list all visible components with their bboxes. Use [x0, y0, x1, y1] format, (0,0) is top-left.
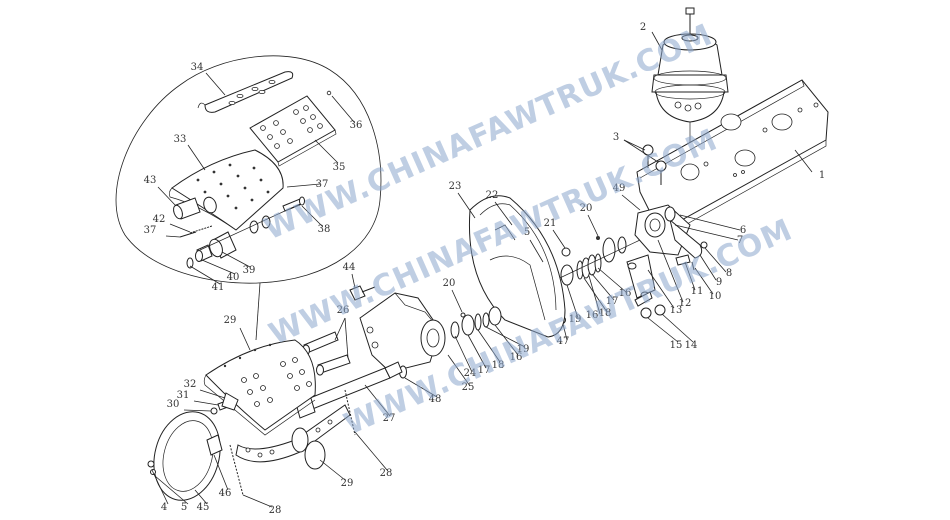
callout-label-32: 32	[184, 379, 197, 390]
callout-label-1: 1	[819, 170, 825, 181]
callout-label-41: 41	[212, 282, 225, 293]
part-10-cotter	[691, 261, 695, 271]
callout-label-33: 33	[174, 134, 187, 145]
callout-label-48: 48	[429, 394, 442, 405]
callout-label-22: 22	[486, 190, 499, 201]
callout-label-17a: 17	[606, 296, 619, 307]
part-36-rivet	[326, 90, 332, 96]
part-29-brake-shoes	[203, 339, 351, 470]
callout-label-8: 8	[726, 268, 732, 279]
part-37-screw	[179, 231, 197, 238]
callout-label-15: 15	[670, 340, 683, 351]
callout-label-36: 36	[350, 120, 363, 131]
callout-label-25: 25	[462, 382, 475, 393]
callout-label-44: 44	[343, 262, 356, 273]
part-14-15-nuts	[634, 291, 666, 319]
part-43-bushing	[173, 197, 201, 220]
callout-label-28b: 28	[269, 505, 282, 516]
callout-label-16a: 16	[619, 288, 632, 299]
part-13-clevis	[626, 254, 656, 299]
callout-label-18b: 18	[492, 360, 505, 371]
part-49-slack-adjuster	[634, 204, 703, 259]
part-8-nipple	[700, 241, 708, 249]
callout-label-12: 12	[679, 298, 692, 309]
callout-label-40: 40	[227, 272, 240, 283]
part-42-spring	[189, 225, 213, 234]
callout-label-17b: 17	[478, 365, 491, 376]
part-26-anchor-pins	[302, 331, 351, 376]
part-39-roller	[209, 231, 237, 259]
callout-label-46: 46	[219, 488, 232, 499]
callout-label-26: 26	[337, 305, 350, 316]
callout-label-20a: 20	[580, 203, 593, 214]
callout-label-2: 2	[640, 22, 646, 33]
callout-label-47: 47	[557, 336, 570, 347]
part-11-pin	[675, 254, 691, 266]
part-45-cover-plate	[153, 411, 221, 501]
callout-label-37b: 37	[144, 225, 157, 236]
part-20-grease-fitting-left	[460, 312, 466, 318]
callout-label-43: 43	[144, 175, 157, 186]
part-44-bolt	[349, 285, 376, 301]
callout-label-11: 11	[691, 286, 704, 297]
callout-label-18a: 18	[599, 308, 612, 319]
callout-label-20b: 20	[443, 278, 456, 289]
callout-label-35: 35	[333, 162, 346, 173]
callout-label-7: 7	[737, 235, 743, 246]
callout-label-19b: 19	[517, 344, 530, 355]
callout-label-31: 31	[177, 390, 190, 401]
part-20-grease-fitting	[596, 236, 600, 240]
seal-stack-right	[544, 236, 641, 286]
callout-label-21: 21	[544, 218, 557, 229]
callout-label-13: 13	[670, 305, 683, 316]
callout-label-37a: 37	[316, 179, 329, 190]
part-2-brake-chamber	[651, 7, 729, 170]
part-28-return-springs	[229, 389, 356, 496]
callout-label-16c: 16	[510, 352, 523, 363]
callout-label-19a: 19	[569, 314, 582, 325]
callout-label-24: 24	[464, 368, 477, 379]
seal-stack-left	[450, 306, 502, 339]
callout-label-16b: 16	[586, 310, 599, 321]
callout-label-30: 30	[167, 399, 180, 410]
part-30-bolt	[210, 407, 218, 415]
callout-label-39: 39	[243, 265, 256, 276]
detail-bubble-pointer	[255, 282, 261, 341]
part-34-lining-strip	[197, 71, 294, 113]
callout-label-6: 6	[740, 225, 746, 236]
part-41-washer	[186, 257, 194, 269]
callout-label-28a: 28	[380, 468, 393, 479]
leader-lines	[151, 31, 813, 508]
part-32-plate	[221, 392, 239, 411]
callout-label-10: 10	[709, 291, 722, 302]
callout-label-45: 45	[197, 502, 210, 513]
callout-label-49: 49	[613, 183, 626, 194]
part-3-bolts	[642, 144, 667, 185]
part-35-lining-plate	[249, 95, 337, 167]
part-1-bracket-beam	[636, 79, 829, 239]
callout-label-42: 42	[153, 214, 166, 225]
detail-bubble-outline	[115, 55, 382, 284]
callout-label-5b: 5	[524, 227, 530, 238]
part-40-sleeve	[195, 244, 213, 262]
callout-label-3: 3	[613, 132, 619, 143]
callout-label-34: 34	[191, 62, 204, 73]
callout-label-4: 4	[161, 502, 167, 513]
callout-label-27: 27	[383, 413, 396, 424]
part-4-bolt	[147, 460, 155, 468]
part-23-dust-shield	[468, 195, 566, 338]
callout-label-5a: 5	[181, 502, 187, 513]
callout-label-29a: 29	[224, 315, 237, 326]
part-38-pin	[282, 196, 305, 212]
callout-label-29b: 29	[341, 478, 354, 489]
callout-label-9: 9	[716, 277, 722, 288]
part-21-bolt	[561, 247, 571, 257]
callout-label-14: 14	[685, 340, 698, 351]
callout-label-38: 38	[318, 224, 331, 235]
callout-label-23: 23	[449, 181, 462, 192]
part-46-cam-roller	[206, 434, 223, 456]
camshaft-bracket-housing	[359, 292, 446, 373]
